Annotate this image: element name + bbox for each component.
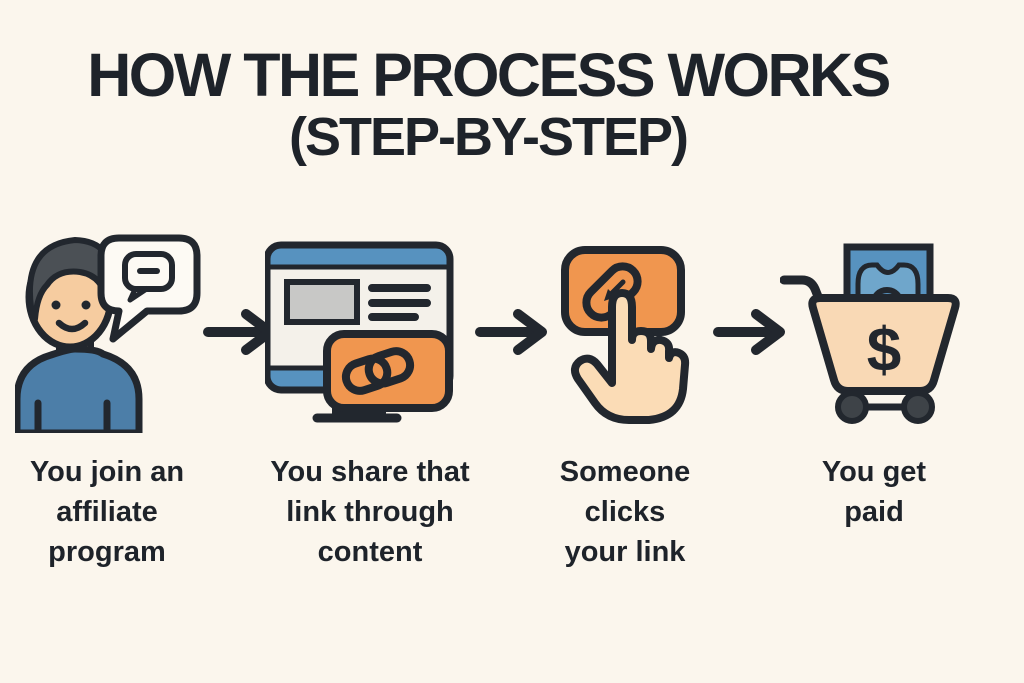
speech-bubble-icon xyxy=(97,234,201,343)
step-1-label: You join an affiliate program xyxy=(29,456,185,568)
step-3-label: Someone clicks your link xyxy=(559,456,691,568)
step-4-label: You get paid xyxy=(821,456,927,528)
title-line-1: HOW THE PROCESS WORKS xyxy=(87,41,891,109)
page-title: HOW THE PROCESS WORKS (STEP-BY-STEP) xyxy=(0,42,976,166)
cart-wheels xyxy=(835,390,935,424)
pointing-hand xyxy=(571,289,690,424)
image-placeholder xyxy=(284,279,360,325)
smile xyxy=(55,319,89,333)
cart-money-icon: $ xyxy=(780,243,960,424)
text-lines xyxy=(368,284,431,321)
browser-top-bar xyxy=(270,248,447,267)
arrow-right-icon xyxy=(713,309,785,355)
person-icon xyxy=(15,237,143,433)
person-speech-bubble-icon xyxy=(15,234,201,433)
step-2-label: You share that link through content xyxy=(270,456,470,568)
dollar-sign: $ xyxy=(867,316,901,385)
chain-link-icon xyxy=(341,347,415,395)
browser-link-icon xyxy=(265,241,454,423)
link-card-icon xyxy=(323,330,453,412)
cart-handle xyxy=(780,275,830,319)
arrow-right-icon xyxy=(475,309,547,355)
click-hand-icon xyxy=(561,246,690,424)
title-line-2: (STEP-BY-STEP) xyxy=(288,107,689,167)
